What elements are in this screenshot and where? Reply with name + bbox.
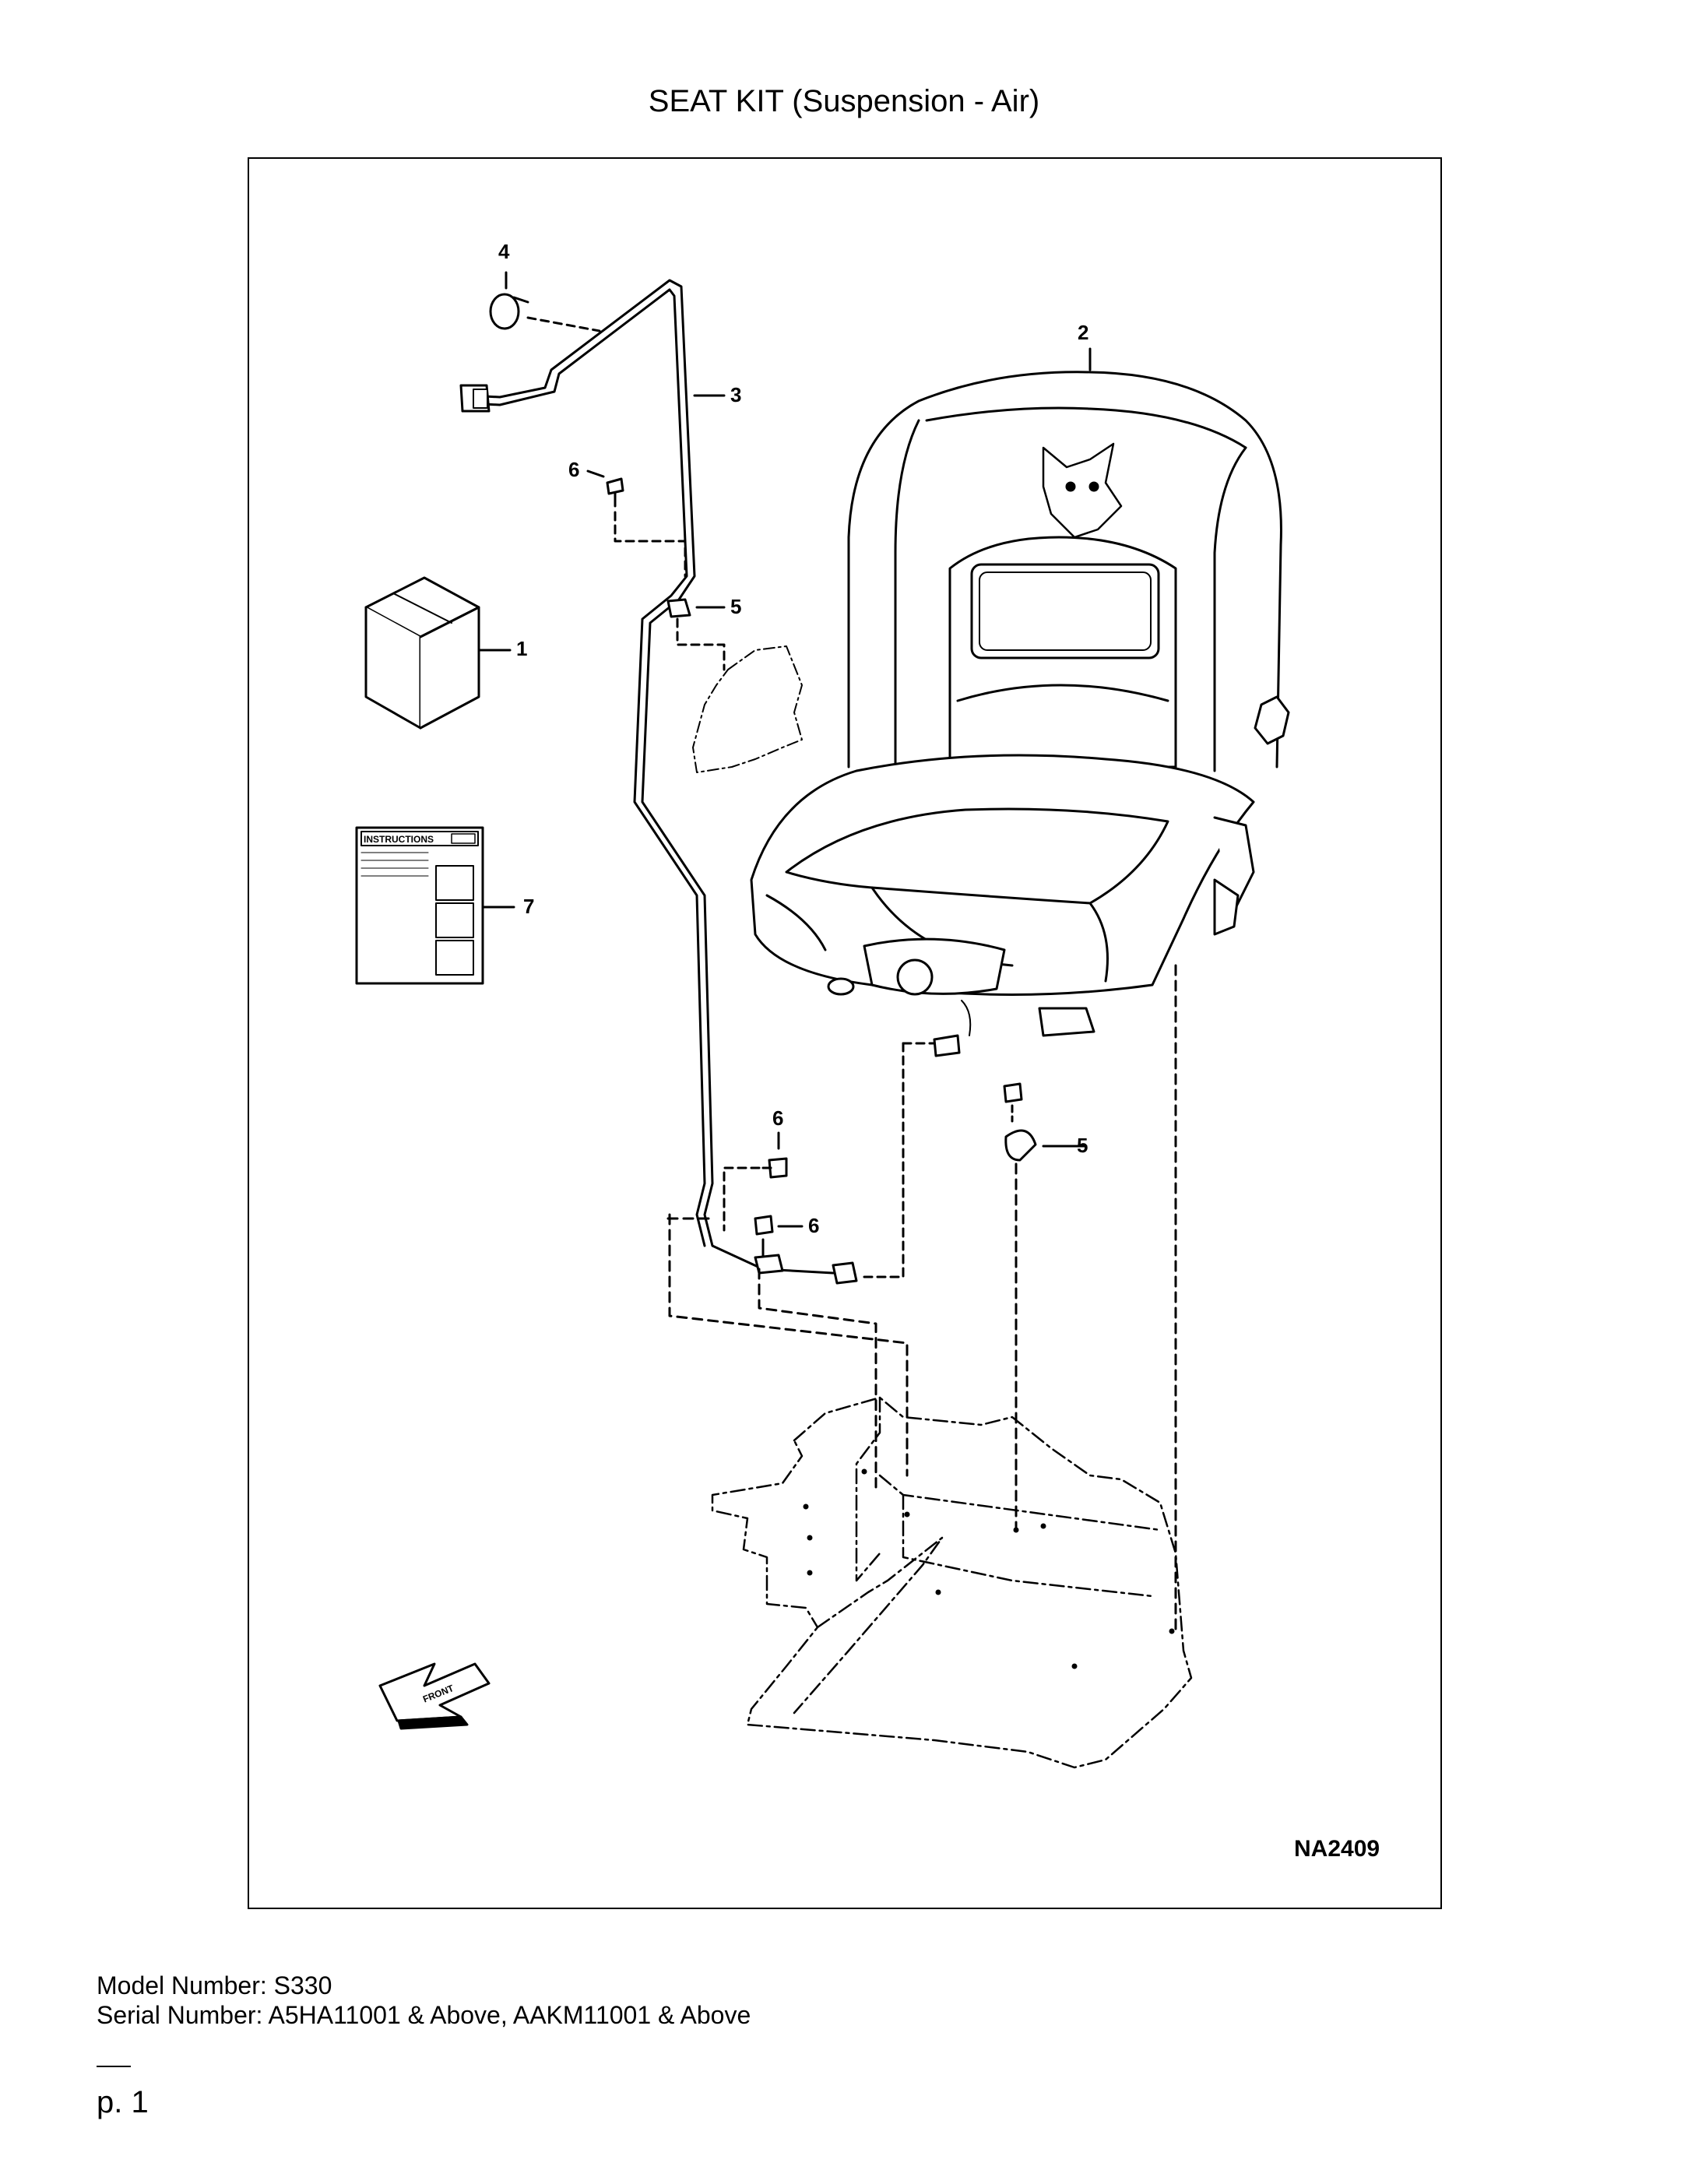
callout-6-middle: 6 bbox=[772, 1106, 783, 1130]
page-number: p. 1 bbox=[97, 2085, 149, 2119]
callout-6-lower: 6 bbox=[808, 1214, 819, 1237]
part-cable-tie-item-4 bbox=[489, 271, 601, 332]
part-instructions-item-7 bbox=[355, 826, 515, 985]
floor-plate-outline bbox=[711, 1396, 1193, 1769]
part-screw-item-6-upper bbox=[586, 470, 687, 578]
callout-5-upper: 5 bbox=[730, 595, 741, 618]
part-clip-item-5-lower bbox=[1003, 1082, 1072, 1532]
front-label: FRONT bbox=[421, 1683, 455, 1705]
part-seat-item-2 bbox=[750, 347, 1290, 1037]
part-clip-item-5-upper bbox=[666, 598, 726, 671]
callout-5-lower: 5 bbox=[1077, 1134, 1088, 1157]
part-screw-item-6-middle bbox=[723, 1131, 788, 1232]
page-title: SEAT KIT (Suspension - Air) bbox=[648, 84, 1040, 118]
assembly-guide-lines bbox=[664, 964, 1177, 1633]
callout-7: 7 bbox=[523, 895, 534, 918]
mounting-bracket-outline bbox=[692, 645, 803, 773]
part-connector-seat bbox=[832, 1034, 961, 1285]
floor-plate-holes bbox=[803, 1468, 1175, 1669]
part-harness-item-3 bbox=[459, 279, 835, 1275]
serial-number: Serial Number: A5HA11001 & Above, AAKM11… bbox=[97, 2001, 751, 2029]
part-box-item-1 bbox=[364, 576, 512, 730]
callout-6-upper: 6 bbox=[568, 458, 579, 481]
callout-4: 4 bbox=[498, 240, 510, 263]
page-rule bbox=[97, 2066, 131, 2067]
model-number: Model Number: S330 bbox=[97, 1971, 332, 1999]
part-screw-item-6-lower bbox=[754, 1215, 804, 1275]
callout-1: 1 bbox=[516, 637, 527, 660]
instructions-label: INSTRUCTIONS bbox=[364, 834, 434, 845]
callout-2: 2 bbox=[1078, 321, 1088, 344]
callout-3: 3 bbox=[730, 383, 741, 406]
front-direction-arrow bbox=[378, 1662, 491, 1730]
diagram-frame bbox=[248, 157, 1442, 1909]
figure-code: NA2409 bbox=[1294, 1836, 1380, 1862]
